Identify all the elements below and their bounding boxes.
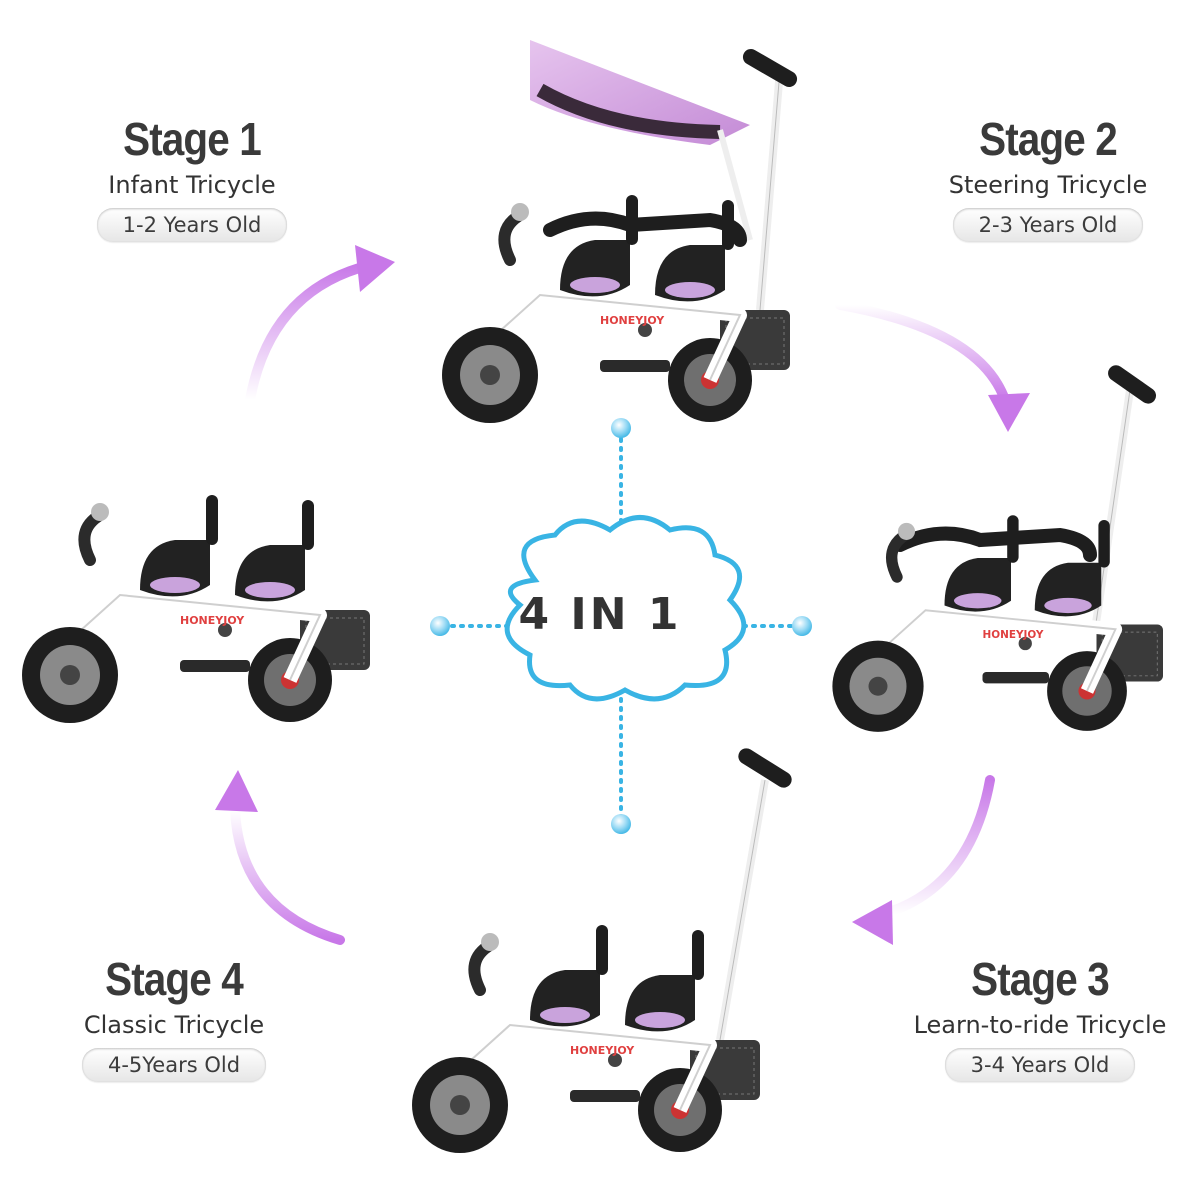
stage-2-subtitle: Steering Tricycle [948, 171, 1148, 199]
connector-dot-right [792, 616, 812, 636]
canopy [530, 40, 750, 145]
stage-3-block: Stage 3 Learn-to-ride Tricycle 3-4 Years… [885, 952, 1195, 1082]
stage-4-title: Stage 4 [105, 953, 244, 1005]
tricycle-stage-1 [442, 40, 798, 423]
stage-1-subtitle: Infant Tricycle [108, 171, 276, 199]
stage-1-title: Stage 1 [123, 113, 262, 165]
arrow-head-4 [215, 770, 258, 812]
tricycle-stage-2 [832, 365, 1163, 732]
stage-2-age-badge: 2-3 Years Old [952, 208, 1144, 242]
stage-4-subtitle: Classic Tricycle [83, 1011, 265, 1039]
stage-3-age-badge: 3-4 Years Old [944, 1048, 1136, 1082]
connector-dot-top [611, 418, 631, 438]
tricycle-stage-3 [412, 748, 792, 1153]
stage-4-block: Stage 4 Classic Tricycle 4-5Years Old [24, 952, 324, 1082]
arrow-head-3 [852, 900, 893, 945]
arrow-head-1 [355, 245, 395, 292]
arrow-head-2 [988, 393, 1030, 432]
stage-2-block: Stage 2 Steering Tricycle 2-3 Years Old [898, 112, 1198, 242]
center-label: 4 IN 1 [518, 589, 682, 640]
connector-dot-left [430, 616, 450, 636]
connector-dot-bottom [611, 814, 631, 834]
safety-bar [893, 526, 1097, 562]
safety-bar [543, 211, 747, 247]
stage-1-block: Stage 1 Infant Tricycle 1-2 Years Old [42, 112, 342, 242]
stage-1-age-badge: 1-2 Years Old [96, 208, 288, 242]
cloud-shape [504, 515, 747, 702]
stage-3-title: Stage 3 [971, 953, 1110, 1005]
cycle-arrows [215, 245, 1030, 945]
tricycle-stage-4 [22, 495, 370, 723]
stage-4-age-badge: 4-5Years Old [81, 1048, 267, 1082]
stage-3-subtitle: Learn-to-ride Tricycle [913, 1011, 1167, 1039]
stage-2-title: Stage 2 [979, 113, 1118, 165]
